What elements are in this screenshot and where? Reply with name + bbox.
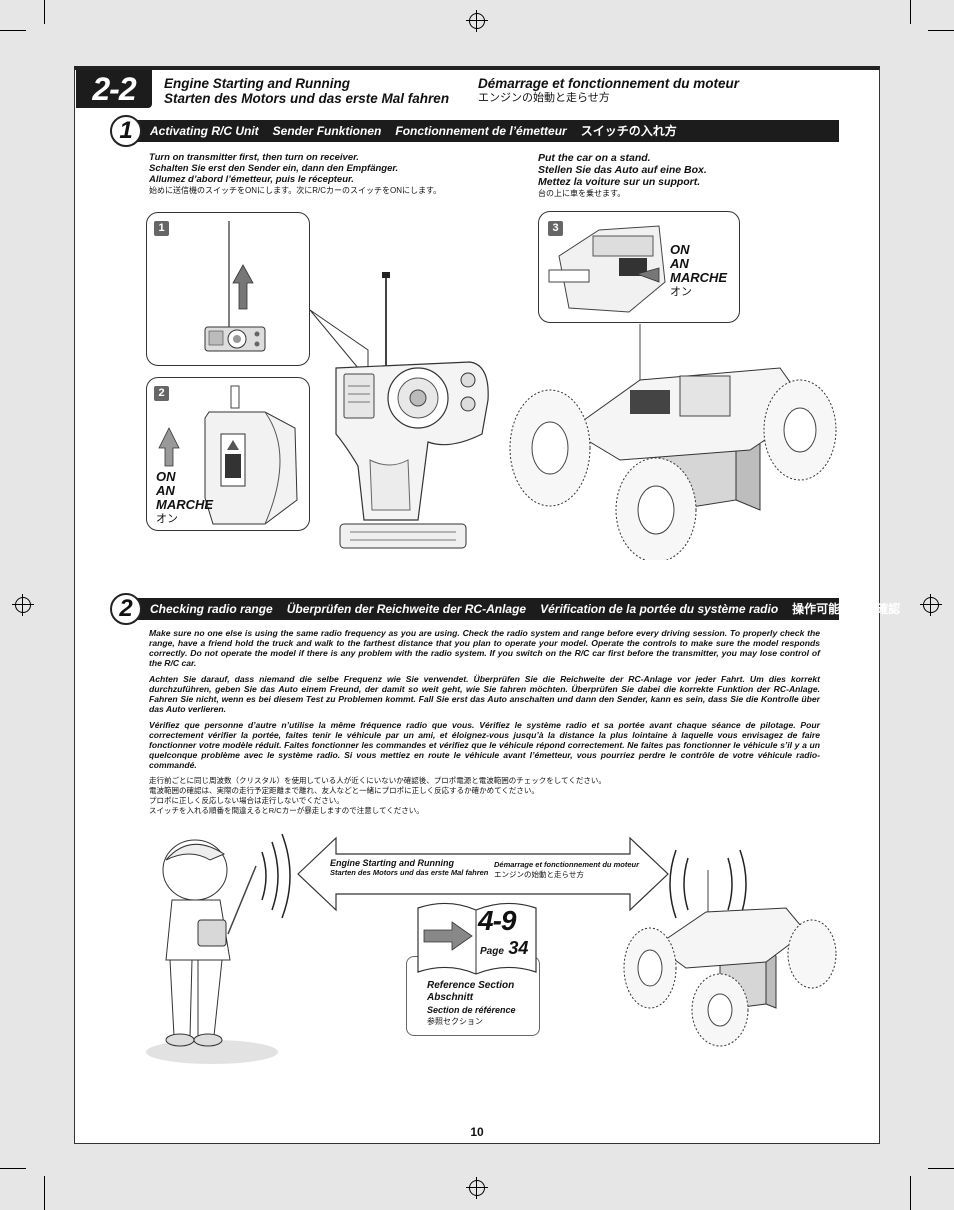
crop-mark [910, 1176, 911, 1210]
panel-1-label: 1 [154, 221, 169, 236]
power-switch-closeup-illustration [158, 385, 298, 525]
step2-text-block: Make sure no one else is using the same … [149, 628, 820, 816]
crop-mark [44, 1176, 45, 1210]
panel-2: 2 ON AN MARCHE オン [146, 377, 310, 531]
step2-para-de: Achten Sie darauf, dass niemand die selb… [149, 674, 820, 714]
arrow-title-en: Engine Starting and Running [330, 858, 454, 868]
ref-page-number: 34 [508, 938, 529, 958]
section-number: 2-2 [92, 71, 136, 107]
step1-bar: Activating R/C Unit Sender Funktionen Fonc… [126, 120, 839, 142]
step1-right-de: Stellen Sie das Auto auf eine Box. [538, 164, 707, 176]
step1-bar-de: Sender Funktionen [272, 124, 382, 138]
small-transmitter-illustration [204, 221, 266, 352]
crop-mark [928, 1168, 954, 1169]
panel-2-label: 2 [154, 386, 169, 401]
registration-mark [12, 594, 34, 616]
on-label-fr: MARCHE [156, 497, 214, 512]
crop-mark [910, 0, 911, 24]
crop-mark [44, 0, 45, 24]
step2-jp-line-1: 走行前ごとに同じ周波数（クリスタル）を使用している人が近くにいないか確認後、プロ… [149, 776, 606, 785]
panel-3: 3 ON AN MARCHE オン [538, 211, 740, 323]
panel-3-on-label-fr: MARCHE [670, 270, 728, 285]
step2-para-fr: Vérifiez que personne d’autre n’utilise … [149, 720, 820, 770]
section-number-badge: 2-2 [76, 70, 152, 108]
step1-right-en: Put the car on a stand. [538, 152, 651, 164]
step1-left-en: Turn on transmitter first, then turn on … [149, 152, 359, 163]
step1-right-fr: Mettez la voiture sur un support. [538, 176, 701, 188]
registration-mark [466, 1177, 488, 1199]
step1-bar-en: Activating R/C Unit [150, 124, 259, 138]
panel-1: 1 [146, 212, 310, 366]
step2-jp-line-4: スイッチを入れる順番を間違えるとR/Cカーが暴走しますので注意してください。 [149, 806, 424, 815]
panel-3-on-label-jp: オン [670, 286, 692, 298]
arrow-title-de: Starten des Motors und das erste Mal fah… [330, 868, 489, 877]
receiver-switch-closeup-illustration [548, 225, 666, 313]
step1-bar-jp: スイッチの入れ方 [580, 124, 677, 138]
step2-bar-fr: Vérification de la portée du système rad… [540, 602, 779, 616]
ref-label-fr: Section de référence [427, 1005, 516, 1015]
title-fr: Démarrage et fonctionnement du moteur [478, 76, 740, 91]
crop-mark [928, 30, 954, 31]
arrow-title-jp: エンジンの始動と走らせ方 [494, 870, 584, 879]
boy-with-transmitter-illustration [146, 833, 291, 1064]
crop-mark [0, 30, 26, 31]
step1-number: 1 [110, 115, 142, 147]
on-label-jp: オン [156, 513, 178, 525]
ref-section-number: 4-9 [478, 905, 516, 936]
ref-label-en: Reference Section [427, 980, 515, 991]
ref-page-word: Page [480, 946, 504, 957]
title-en: Engine Starting and Running [164, 76, 350, 91]
step1-bar-fr: Fonctionnement de l’émetteur [395, 124, 567, 138]
registration-mark [920, 594, 942, 616]
registration-mark [466, 10, 488, 32]
title-de: Starten des Motors und das erste Mal fah… [164, 91, 450, 106]
panel-3-label: 3 [548, 221, 563, 236]
panel-3-on-label-en: ON [670, 242, 690, 257]
truck-on-stand-illustration [509, 324, 837, 560]
ref-label-jp: 参照セクション [427, 1017, 483, 1026]
step1-right-jp: 台の上に車を乗せます。 [538, 189, 626, 198]
step2-bar-jp: 操作可能範囲の確認 [792, 602, 901, 616]
remote-truck-illustration [623, 849, 837, 1047]
panel-3-on-label-de: AN [670, 256, 689, 271]
step2-para-en: Make sure no one else is using the same … [149, 628, 820, 668]
on-label-en: ON [156, 469, 176, 484]
range-double-arrow [297, 836, 669, 912]
step2-jp-line-2: 電波範囲の確認は、実際の走行予定距離まで離れ、友人などと一緒にプロポに正しく反応… [149, 786, 539, 795]
step2-bar: Checking radio range Überprüfen der Reich… [126, 598, 900, 620]
crop-mark [0, 1168, 26, 1169]
transmitter-illustration [309, 272, 489, 549]
ref-label-de: Abschnitt [427, 992, 474, 1003]
arrow-title-fr: Démarrage et fonctionnement du moteur [494, 860, 640, 869]
reference-book-icon [417, 902, 537, 975]
title-jp: エンジンの始動と走らせ方 [478, 92, 610, 104]
step1-left-fr: Allumez d’abord l’émetteur, puis le réce… [149, 174, 354, 185]
step2-bar-en: Checking radio range [150, 602, 273, 616]
step1-left-de: Schalten Sie erst den Sender ein, dann d… [149, 163, 399, 174]
page-number: 10 [470, 1125, 484, 1139]
step1-left-jp: 始めに送信機のスイッチをONにします。次にR/CカーのスイッチをONにします。 [149, 186, 442, 195]
on-label-de: AN [156, 483, 175, 498]
step2-bar-de: Überprüfen der Reichweite der RC-Anlage [286, 602, 527, 616]
step2-jp-line-3: プロポに正しく反応しない場合は走行しないでください。 [149, 796, 344, 805]
step2-number: 2 [110, 593, 142, 625]
